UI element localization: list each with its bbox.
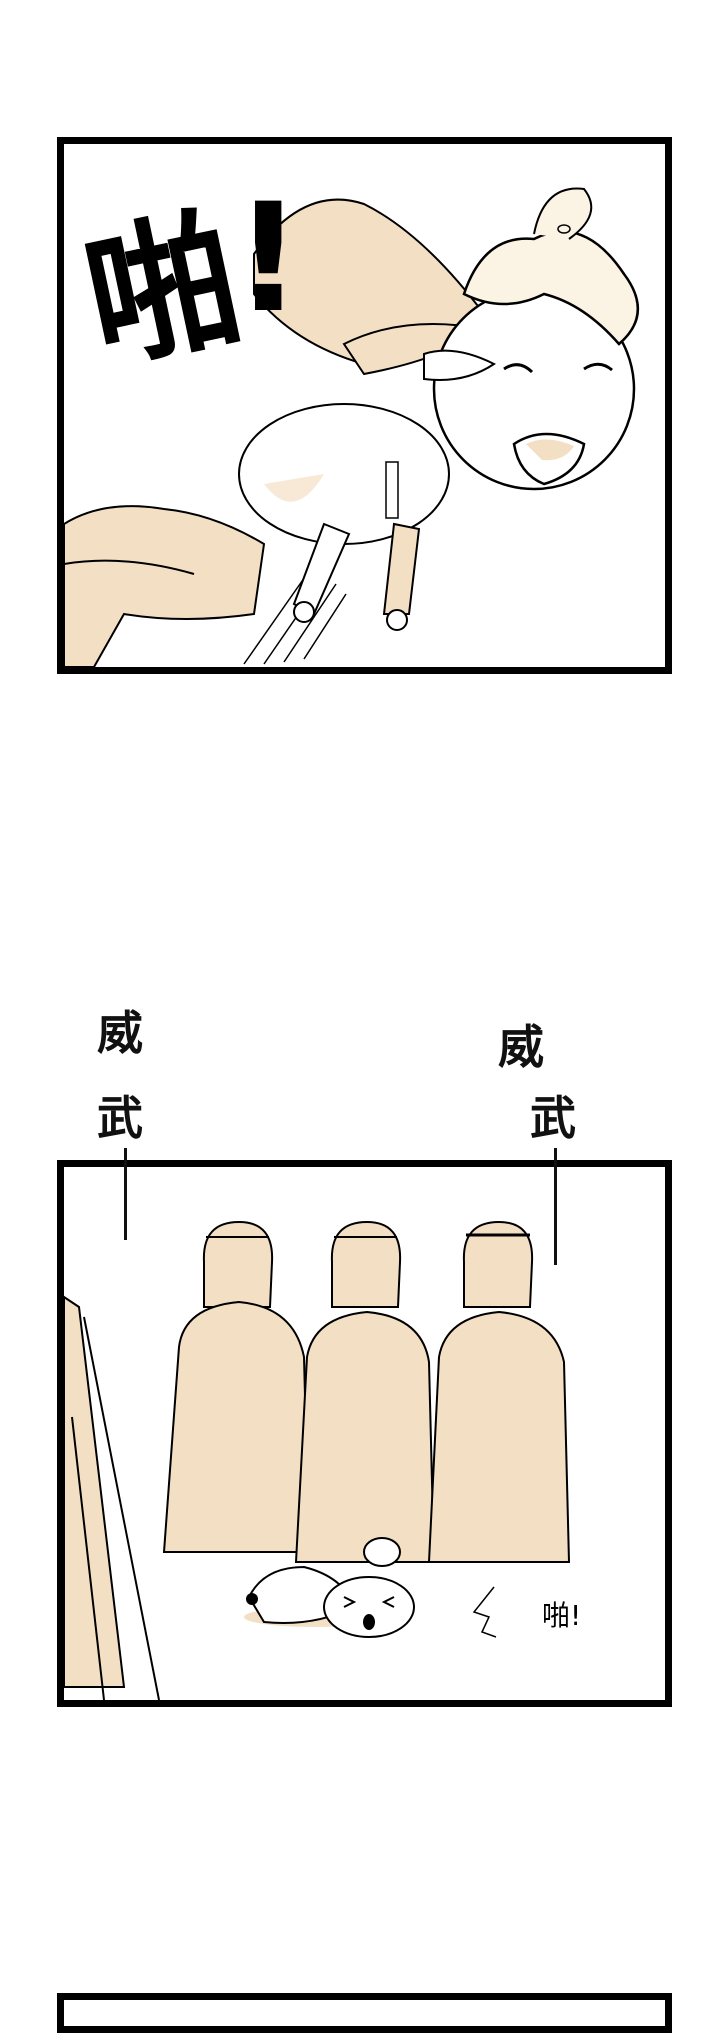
comic-panel-2: 啪! (57, 1160, 672, 1707)
guard-2 (294, 1220, 436, 1563)
comic-panel-1: 啪 ! (57, 137, 672, 674)
sfx-slap-main: 啪 (71, 191, 255, 393)
panel-2-artwork (64, 1220, 571, 1700)
panel-1-artwork (64, 187, 639, 667)
chant-right-tick-line (554, 1148, 557, 1265)
chant-left-tick-line (124, 1148, 127, 1240)
chant-right-char-1: 威 (498, 1020, 544, 1074)
guard-3 (427, 1220, 571, 1563)
comic-panel-3 (57, 1993, 672, 2033)
chant-left-char-2: 武 (97, 1091, 143, 1145)
chant-right-char-2: 武 (530, 1091, 576, 1145)
chant-left-char-1: 威 (97, 1006, 143, 1060)
sfx-slap-small: 啪! (542, 1599, 582, 1632)
guard-1 (162, 1220, 311, 1553)
sfx-slap-exclaim: ! (234, 172, 303, 346)
